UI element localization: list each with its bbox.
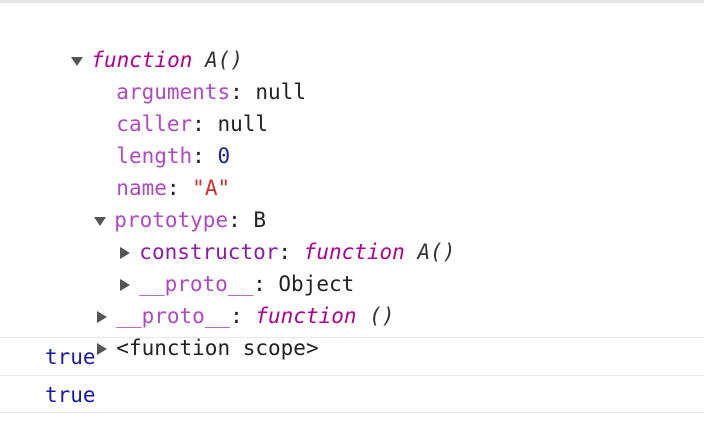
- console-top-border: [0, 0, 704, 3]
- property-value: B: [253, 208, 267, 232]
- property-key: name: [116, 176, 167, 200]
- collapsed-triangle-icon[interactable]: [95, 342, 109, 356]
- property-separator: :: [253, 272, 279, 296]
- console-result-row: true: [0, 337, 704, 376]
- root-signature: A(): [205, 48, 244, 72]
- property-key: arguments: [116, 80, 231, 104]
- function-scope-label: <function scope>: [116, 336, 319, 360]
- tree-row-proto-outer[interactable]: __proto__: function (): [70, 271, 395, 328]
- tree-row-function-scope[interactable]: <function scope>: [70, 303, 319, 360]
- property-value: null: [255, 80, 306, 104]
- console-result-row: true: [0, 375, 704, 414]
- tree-row-name: name: "A": [91, 143, 230, 200]
- expanded-triangle-icon[interactable]: [93, 214, 107, 228]
- root-keyword: function: [91, 48, 193, 72]
- property-separator: :: [230, 304, 256, 328]
- result-value: true: [45, 383, 96, 407]
- result-value: true: [45, 345, 96, 369]
- tree-row-proto-inner[interactable]: __proto__: Object: [93, 239, 354, 296]
- property-separator: :: [192, 144, 218, 168]
- property-separator: :: [228, 208, 254, 232]
- property-value: "A": [192, 176, 231, 200]
- tree-row-arguments: arguments: null: [91, 47, 306, 104]
- property-value: Object: [278, 272, 355, 296]
- property-separator: :: [192, 112, 218, 136]
- property-key: caller: [116, 112, 193, 136]
- tree-row-constructor[interactable]: constructor: function A(): [93, 207, 455, 264]
- property-key: constructor: [139, 240, 279, 264]
- tree-root-row[interactable]: function A(): [45, 15, 243, 72]
- constructor-keyword: function: [303, 240, 405, 264]
- property-key: length: [116, 144, 193, 168]
- property-separator: :: [278, 240, 304, 264]
- expanded-triangle-icon[interactable]: [70, 54, 84, 68]
- tree-row-caller: caller: null: [91, 79, 268, 136]
- tree-row-prototype[interactable]: prototype: B: [68, 175, 266, 232]
- property-separator: :: [166, 176, 193, 200]
- property-separator: :: [230, 80, 256, 104]
- console-bottom-border: [0, 412, 704, 413]
- collapsed-triangle-icon[interactable]: [118, 246, 132, 260]
- property-key: prototype: [114, 208, 229, 232]
- property-key: __proto__: [139, 272, 254, 296]
- proto-signature: (): [369, 304, 395, 328]
- proto-keyword: function: [255, 304, 357, 328]
- collapsed-triangle-icon[interactable]: [95, 310, 109, 324]
- property-value: null: [217, 112, 269, 136]
- tree-row-length: length: 0: [91, 111, 230, 168]
- property-value: 0: [217, 144, 231, 168]
- constructor-signature: A(): [417, 240, 456, 264]
- property-key: __proto__: [116, 304, 231, 328]
- collapsed-triangle-icon[interactable]: [118, 278, 132, 292]
